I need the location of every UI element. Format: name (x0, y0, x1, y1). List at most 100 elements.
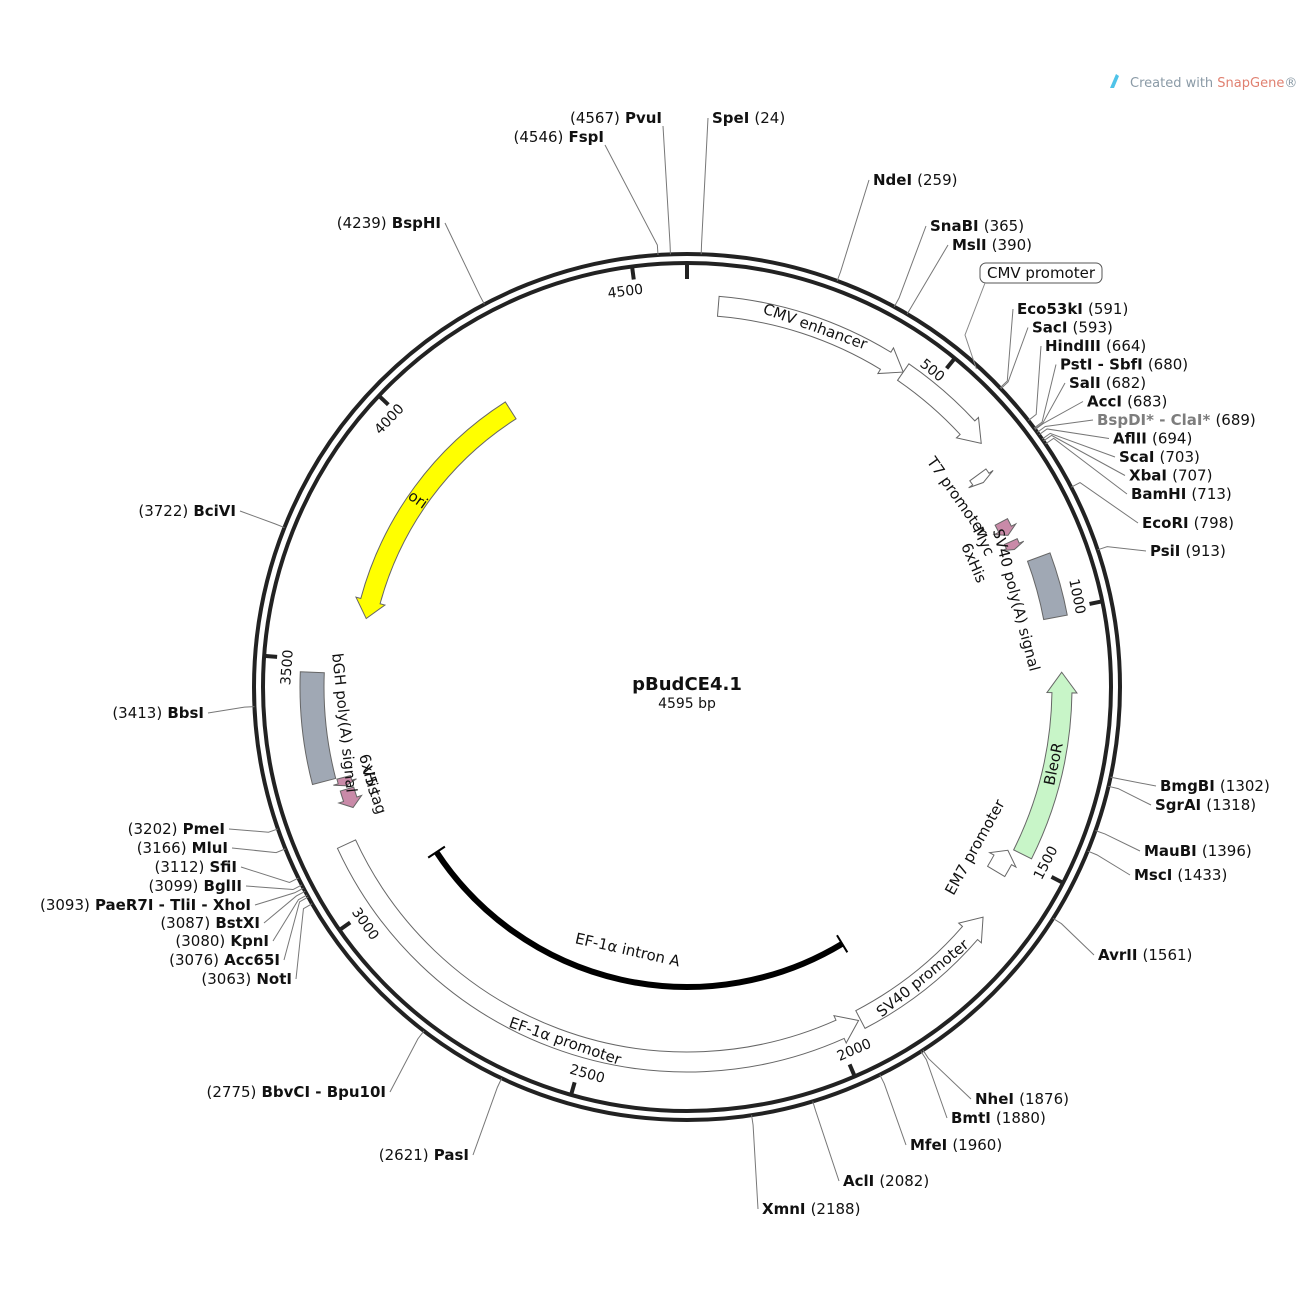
site-label-snabi: SnaBI (365) (930, 216, 1024, 235)
site-mfei-24: MfeI (1960) (910, 1136, 1002, 1154)
site-position: (4239) (337, 214, 387, 232)
site-fspi-41: (4546) FspI (514, 127, 604, 146)
tick-label-3500: 3500 (278, 649, 297, 686)
site-label-avrii: AvrII (1561) (1098, 945, 1192, 964)
site-name: BciVI (193, 502, 236, 520)
site-name: AccI (1087, 392, 1122, 410)
site-sgrai-18: SgrAI (1318) (1155, 795, 1256, 814)
site-name: MauBI (1144, 842, 1197, 860)
site-leader-mfei-24 (879, 1074, 907, 1146)
site-position: (1960) (952, 1136, 1002, 1154)
site-label-kpni: (3080) KpnI (175, 931, 269, 950)
feature-cmv-promoter-1 (896, 363, 982, 445)
tick-mark-3500 (263, 653, 278, 659)
site-leader-xmni-26 (751, 1115, 759, 1210)
site-name: AflII (1113, 429, 1147, 447)
site-position: (689) (1215, 411, 1255, 429)
site-noti-29: (3063) NotI (201, 970, 292, 988)
site-label-spei: SpeI (24) (712, 108, 785, 127)
site-label-xmni: XmnI (2188) (762, 1199, 860, 1218)
site-bbsi-38: (3413) BbsI (112, 704, 204, 722)
feature-sv40-promoter-8 (855, 916, 984, 1030)
site-name: BmgBI (1160, 777, 1215, 795)
feature-myc-3 (992, 517, 1018, 536)
tick-mark-2000 (847, 1063, 857, 1078)
site-leader-eco53ki-4 (999, 308, 1014, 389)
site-leader-saci-5 (1000, 327, 1029, 390)
site-position: (591) (1088, 300, 1128, 318)
site-hindiii-6: HindIII (664) (1045, 337, 1146, 355)
site-position: (707) (1172, 466, 1212, 484)
site-position: (682) (1106, 374, 1146, 392)
site-leader-bamhi-14 (1045, 437, 1128, 495)
watermark-text: Created with SnapGene® (1130, 76, 1297, 91)
site-leader-pasi-27 (472, 1078, 503, 1156)
site-position: (390) (992, 236, 1032, 254)
site-pvui-42: (4567) PvuI (570, 109, 662, 127)
feature-label-ef-1-intron-a-14: EF-1α intron A (574, 929, 683, 970)
feature-t7-promoter-2 (968, 468, 994, 489)
feature-em7-promoter-7 (986, 849, 1018, 878)
site-label-fspi: (4546) FspI (514, 127, 604, 146)
site-name: PaeR7I - TliI - XhoI (95, 896, 251, 914)
site-position: (703) (1160, 448, 1200, 466)
tick-label-4500: 4500 (607, 282, 644, 302)
site-position: (694) (1152, 429, 1192, 447)
site-name: XmnI (762, 1200, 805, 1218)
feature-label-cmv-promoter: CMV promoter (987, 264, 1096, 282)
site-position: (664) (1106, 337, 1146, 355)
site-position: (1396) (1202, 842, 1252, 860)
feature-cmv-enhancer-0 (716, 295, 904, 375)
site-acci-9: AccI (683) (1087, 392, 1167, 410)
feature-ori-13 (355, 401, 517, 620)
tick-mark-2500 (569, 1081, 577, 1096)
sites-layer: SpeI (24) (4546) FspI(4567) PvuI NdeI (259… (40, 108, 1270, 1218)
site-name: BglII (204, 877, 242, 895)
site-name: HindIII (1045, 337, 1101, 355)
feature-bgh-poly-a-signal-12 (299, 671, 337, 786)
site-leader-bspdi-clai-10 (1036, 419, 1094, 433)
site-bglii-34: (3099) BglII (149, 876, 242, 895)
site-leader-acc65i-30 (283, 896, 309, 961)
site-name: ScaI (1119, 448, 1154, 466)
site-position: (4567) (570, 109, 620, 127)
site-leader-bcivi-39 (239, 510, 285, 529)
plasmid-size: 4595 bp (658, 696, 716, 712)
feature-v5-tag-10 (337, 786, 363, 809)
tick-mark-4500 (630, 266, 636, 280)
site-leader-bbsi-38 (207, 706, 255, 714)
site-nhei-22: NheI (1876) (975, 1090, 1069, 1108)
site-name: MluI (192, 839, 228, 857)
site-label-bglii: (3099) BglII (149, 876, 242, 895)
site-label-bspdi-clai: BspDI* - ClaI* (689) (1097, 410, 1256, 429)
site-name: NotI (256, 970, 292, 988)
site-xmni-26: XmnI (2188) (762, 1199, 860, 1218)
tick-label-4000: 4000 (372, 401, 408, 438)
site-name: PstI - SbfI (1060, 355, 1143, 373)
site-label-bmgbi: BmgBI (1302) (1160, 776, 1270, 795)
site-position: (3413) (112, 704, 162, 722)
site-leader-psii-16 (1097, 546, 1147, 552)
feature-ef-1-intron-a-14 (434, 850, 844, 990)
site-leader-sfii-35 (240, 866, 299, 884)
feature-6xhis-4 (1001, 538, 1025, 552)
site-leader-noti-29 (295, 903, 313, 980)
site-ndei-1: NdeI (259) (873, 171, 957, 189)
site-pmei-37: (3202) PmeI (128, 820, 225, 838)
site-eco53ki-4: Eco53kI (591) (1017, 300, 1128, 318)
site-label-bbvci-bpu10i: (2775) BbvCI - Bpu10I (207, 1082, 387, 1101)
site-maubi-19: MauBI (1396) (1144, 842, 1252, 860)
site-position: (3722) (138, 502, 188, 520)
site-name: XbaI (1129, 466, 1167, 484)
site-label-paer7i-tlii-xhoi: (3093) PaeR7I - TliI - XhoI (40, 895, 251, 914)
site-name: KpnI (230, 932, 269, 950)
site-position: (3099) (149, 877, 199, 895)
site-leader-fspi-41 (604, 144, 659, 256)
tick-mark-4000 (377, 394, 390, 407)
site-label-pasi: (2621) PasI (379, 1145, 469, 1164)
snapgene-logo-icon (1110, 74, 1119, 88)
site-snabi-2: SnaBI (365) (930, 216, 1024, 235)
site-leader-xbai-13 (1043, 434, 1126, 476)
site-label-sgrai: SgrAI (1318) (1155, 795, 1256, 814)
site-position: (1876) (1019, 1090, 1069, 1108)
